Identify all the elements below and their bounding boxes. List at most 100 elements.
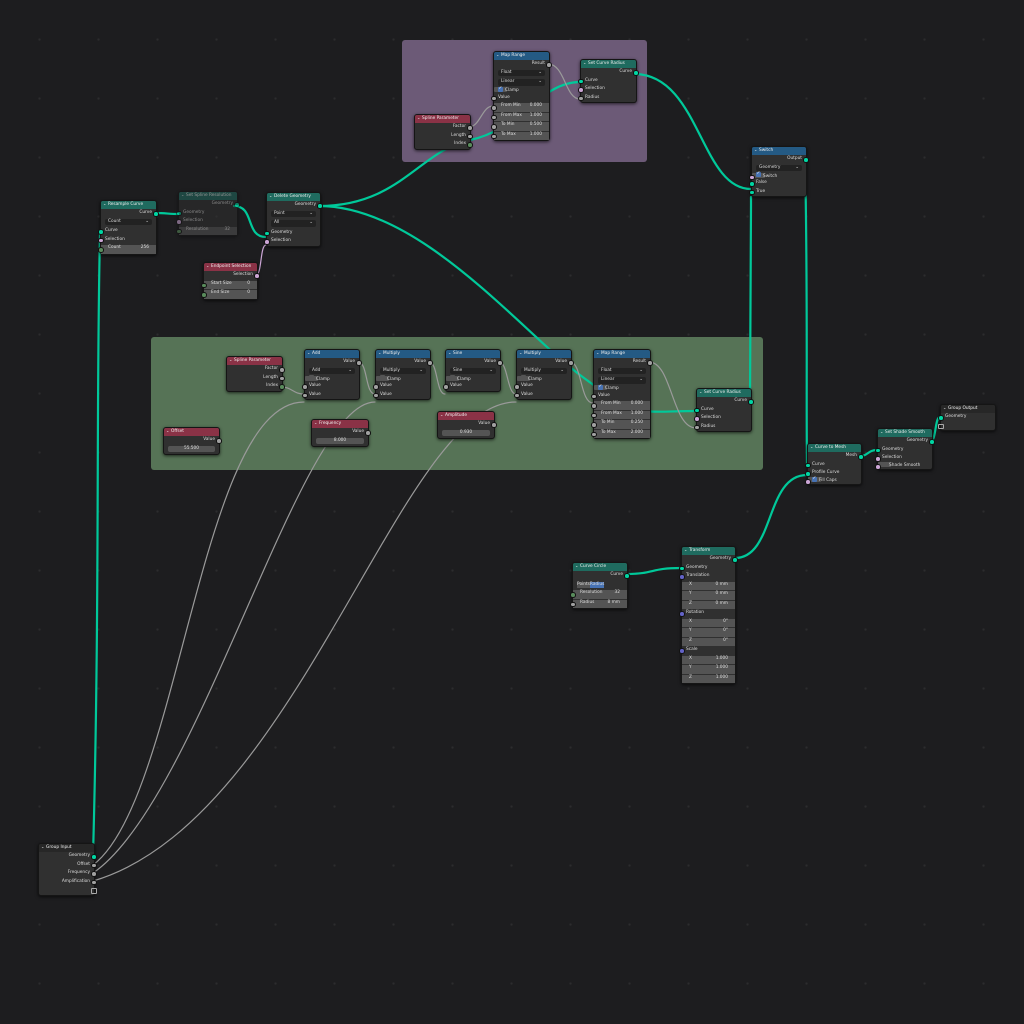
socket-geometry-icon[interactable]	[694, 407, 700, 414]
socket-row[interactable]: Length	[415, 132, 473, 141]
socket-bool-icon[interactable]	[875, 464, 881, 470]
node-set-radius1[interactable]: Set Curve RadiusCurveCurveSelectionRadiu…	[578, 59, 639, 103]
dropdown-select[interactable]: Geometry⌄	[756, 164, 802, 171]
socket-float-icon[interactable]	[570, 601, 576, 608]
socket-float-icon[interactable]	[279, 375, 285, 382]
node-header[interactable]: Multiply	[517, 350, 571, 358]
node-set-radius2[interactable]: Set Curve RadiusCurveCurveSelectionRadiu…	[694, 388, 754, 432]
socket-row[interactable]: Selection	[264, 237, 320, 246]
node-resample[interactable]: Resample CurveCurveCount⌄CurveSelectionC…	[98, 200, 159, 255]
socket-geometry-icon[interactable]	[938, 415, 944, 421]
dropdown-select[interactable]: Multiply⌄	[380, 367, 426, 374]
socket-row[interactable]: Curve	[578, 77, 636, 86]
socket-float-icon[interactable]	[568, 360, 574, 366]
dropdown-select[interactable]: Count⌄	[105, 218, 152, 225]
socket-row[interactable]: Value	[438, 420, 497, 429]
socket-float-icon[interactable]	[491, 105, 497, 111]
socket-row[interactable]: Mesh	[808, 452, 864, 461]
socket-row[interactable]: Geometry	[264, 229, 320, 238]
socket-float-icon[interactable]	[91, 879, 97, 886]
socket-float-icon[interactable]	[591, 422, 597, 428]
socket-row[interactable]: Curve	[805, 461, 861, 470]
socket-bool-icon[interactable]	[875, 456, 881, 462]
socket-row[interactable]: Value	[302, 382, 359, 391]
node-header[interactable]: Spline Parameter	[227, 357, 282, 365]
socket-float-icon[interactable]	[302, 392, 308, 399]
socket-row[interactable]: Frequency	[39, 869, 97, 878]
node-header[interactable]: Resample Curve	[101, 201, 156, 209]
socket-bool-icon[interactable]	[176, 219, 182, 225]
socket-row[interactable]: Scale	[679, 646, 735, 655]
socket-row[interactable]: Value	[591, 392, 650, 401]
value-field[interactable]: 0.930	[442, 429, 490, 436]
socket-int-icon[interactable]	[279, 384, 285, 390]
socket-geometry-icon[interactable]	[875, 447, 881, 454]
socket-float-icon[interactable]	[302, 384, 308, 390]
socket-float-icon[interactable]	[91, 862, 97, 869]
socket-row[interactable]: Rotation	[679, 609, 735, 618]
socket-float-icon[interactable]	[591, 393, 597, 400]
node-shade-smooth[interactable]: Set Shade SmoothGeometryGeometrySelectio…	[875, 428, 935, 470]
socket-geometry-icon[interactable]	[748, 399, 754, 405]
socket-row[interactable]: Value	[373, 382, 430, 391]
node-header[interactable]: Delete Geometry	[267, 193, 320, 201]
node-header[interactable]: Amplitude	[438, 412, 494, 420]
node-header[interactable]: Sine	[446, 350, 500, 358]
socket-float-icon[interactable]	[497, 360, 503, 366]
socket-row[interactable]: Geometry	[878, 437, 935, 446]
socket-bool-icon[interactable]	[264, 239, 270, 245]
socket-row[interactable]: Selection	[204, 271, 260, 280]
checkbox[interactable]	[498, 85, 503, 93]
node-header[interactable]: Frequency	[312, 420, 368, 428]
socket-row[interactable]: Selection	[578, 85, 636, 94]
socket-vector-icon[interactable]	[679, 648, 685, 654]
node-group-input[interactable]: Group InputGeometryOffsetFrequencyAmplif…	[38, 843, 97, 896]
socket-geometry-icon[interactable]	[578, 78, 584, 85]
socket-row[interactable]: Geometry	[682, 555, 738, 564]
dropdown-select[interactable]: Add⌄	[309, 367, 355, 374]
socket-row[interactable]: Value	[514, 391, 571, 400]
socket-row[interactable]: Selection	[98, 236, 156, 245]
socket-geometry-icon[interactable]	[234, 202, 240, 208]
socket-row[interactable]: Geometry	[176, 209, 237, 218]
toggle-points[interactable]: Points	[577, 581, 590, 588]
socket-float-icon[interactable]	[546, 62, 552, 68]
node-header[interactable]: Group Output	[941, 405, 995, 413]
socket-geometry-icon[interactable]	[153, 211, 159, 217]
socket-row[interactable]	[39, 886, 97, 895]
dropdown-select[interactable]: Float⌄	[598, 367, 646, 374]
socket-float-icon[interactable]	[591, 412, 597, 419]
node-map-range1[interactable]: Map RangeResultFloat⌄Linear⌄ClampValueFr…	[491, 51, 552, 141]
socket-row[interactable]: Value	[514, 382, 571, 391]
node-header[interactable]: Curve to Mesh	[808, 444, 861, 452]
checkbox[interactable]	[882, 461, 887, 467]
socket-float-icon[interactable]	[373, 384, 379, 390]
socket-row[interactable]: Translation	[679, 572, 735, 581]
socket-float-icon[interactable]	[373, 392, 379, 399]
socket-geometry-icon[interactable]	[91, 854, 97, 860]
value-field[interactable]: 8.000	[316, 437, 364, 444]
node-header[interactable]: Curve Circle	[573, 563, 627, 571]
socket-row[interactable]: Curve	[697, 397, 754, 406]
node-header[interactable]: Switch	[752, 147, 806, 155]
checkbox[interactable]	[812, 475, 817, 483]
socket-geometry-icon[interactable]	[929, 439, 935, 445]
socket-row[interactable]: True	[749, 188, 806, 197]
socket-row[interactable]: Geometry	[39, 852, 97, 861]
socket-int-icon[interactable]	[98, 247, 104, 253]
socket-row[interactable]: Factor	[415, 123, 473, 132]
socket-row[interactable]: Geometry	[875, 446, 932, 455]
socket-row[interactable]: Geometry	[679, 564, 735, 573]
socket-row[interactable]: Geometry	[267, 201, 323, 210]
